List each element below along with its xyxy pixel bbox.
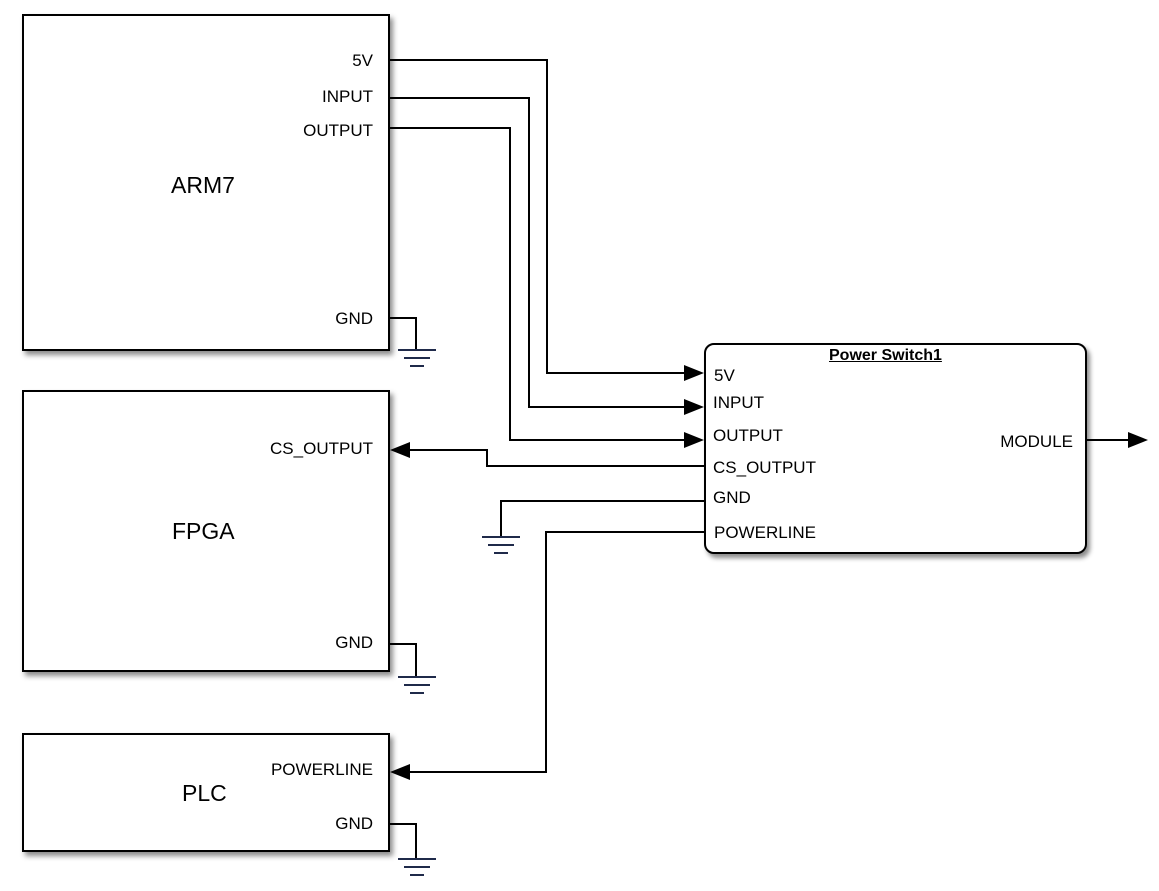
arm7-pin-5v: 5V — [352, 51, 373, 70]
ground-icon-fpga — [398, 676, 436, 694]
fpga-block — [22, 390, 390, 672]
power-switch-pin-input: INPUT — [713, 393, 764, 412]
power-switch-pin-output: OUTPUT — [713, 426, 783, 445]
plc-pin-powerline: POWERLINE — [270, 760, 373, 779]
arm7-pin-output: OUTPUT — [303, 121, 373, 140]
ground-icon-arm7 — [398, 349, 436, 367]
arm7-pin-gnd: GND — [335, 309, 373, 328]
arrow-output — [684, 432, 704, 448]
arrow-5v — [684, 365, 704, 381]
wire-output — [390, 127, 686, 441]
plc-title: PLC — [182, 780, 227, 806]
power-switch-pin-cs-output: CS_OUTPUT — [713, 458, 816, 477]
power-switch-pin-module: MODULE — [1000, 432, 1073, 451]
arm7-block — [22, 14, 390, 351]
power-switch-pin-gnd: GND — [713, 488, 751, 507]
wire-cs-output — [408, 449, 704, 467]
arrow-module — [1128, 432, 1148, 448]
arm7-pin-input: INPUT — [322, 87, 373, 106]
arrow-input — [684, 399, 704, 415]
wire-powerline — [408, 531, 704, 773]
arrow-powerline — [390, 764, 410, 780]
ground-icon-power-switch — [482, 536, 520, 554]
wire-plc-gnd — [390, 823, 417, 858]
wire-5v — [390, 59, 686, 374]
wire-fpga-gnd — [390, 643, 417, 676]
fpga-title: FPGA — [172, 518, 235, 544]
power-switch-block — [704, 343, 1087, 554]
wire-ps-gnd — [500, 500, 704, 536]
wire-arm7-gnd — [390, 317, 417, 349]
fpga-pin-gnd: GND — [335, 633, 373, 652]
fpga-pin-cs-output: CS_OUTPUT — [270, 439, 373, 458]
arm7-title: ARM7 — [171, 172, 235, 198]
power-switch-title: Power Switch1 — [829, 347, 942, 364]
plc-block — [22, 733, 390, 852]
plc-pin-gnd: GND — [335, 814, 373, 833]
arrow-cs-output — [390, 442, 410, 458]
ground-icon-plc — [398, 858, 436, 876]
power-switch-pin-powerline: POWERLINE — [714, 523, 817, 542]
power-switch-pin-5v: 5V — [714, 366, 735, 385]
wire-input — [390, 97, 686, 408]
